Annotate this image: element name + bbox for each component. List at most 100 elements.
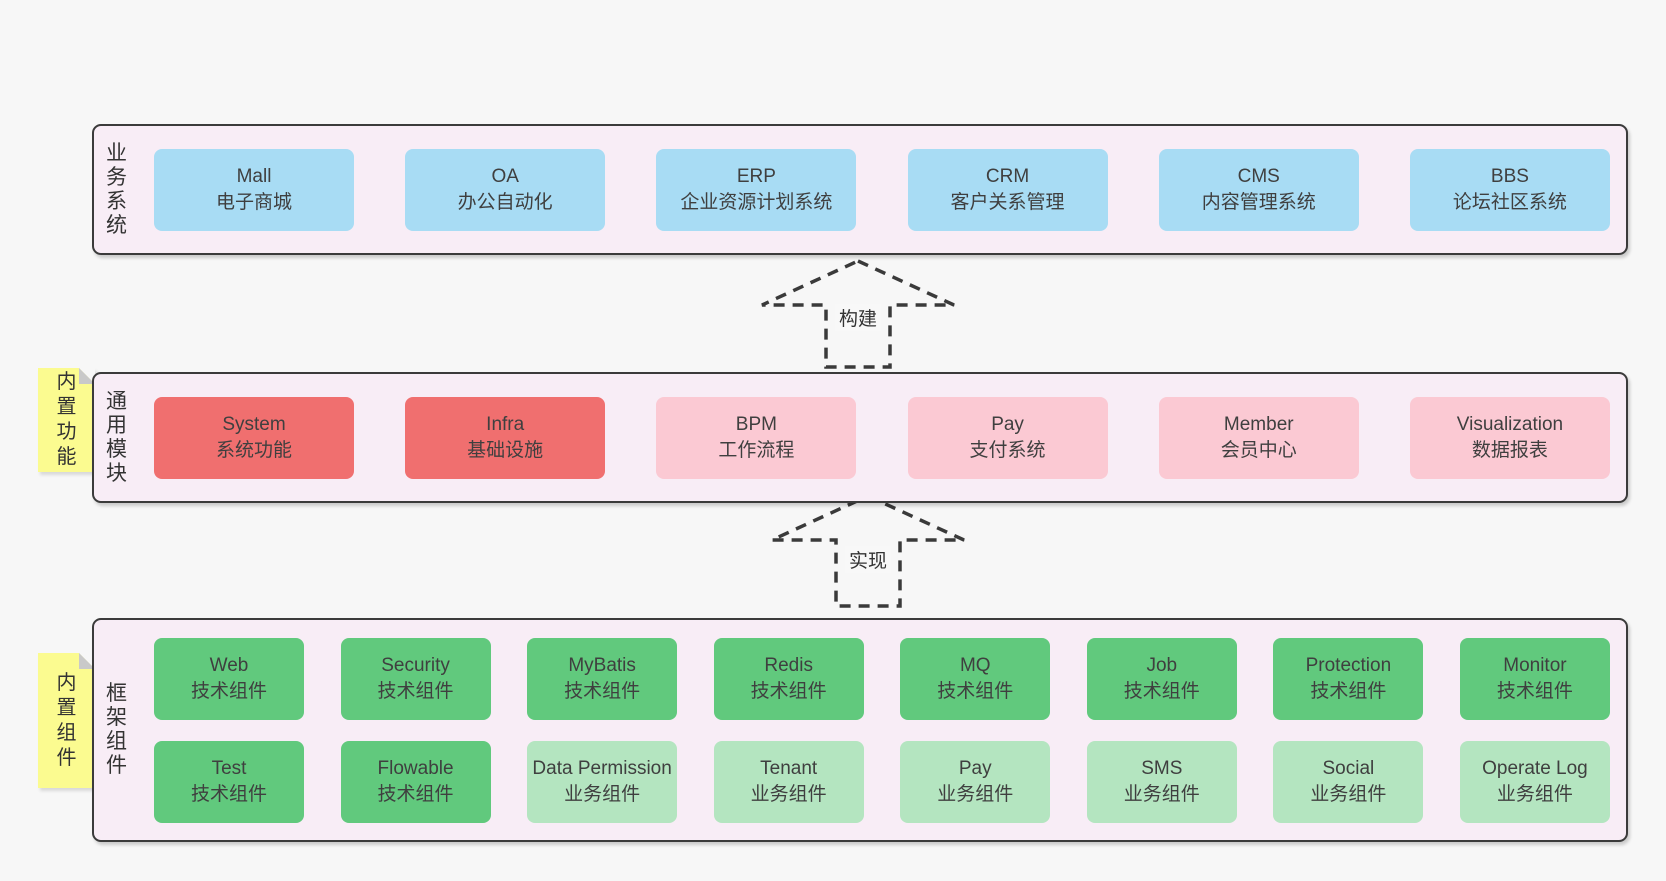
box-title: Infra xyxy=(486,413,525,435)
box-security: Security 技术组件 xyxy=(340,637,491,720)
box-subtitle: 业务组件 xyxy=(937,783,1014,805)
box-subtitle: 技术组件 xyxy=(1123,680,1200,702)
panel-modules-content: System 系统功能 Infra 基础设施 BPM 工作流程 Pay 支付系统… xyxy=(132,374,1626,501)
box-subtitle: 工作流程 xyxy=(718,439,795,461)
box-title: Tenant xyxy=(760,757,818,779)
box-crm: CRM 客户关系管理 xyxy=(907,148,1108,231)
sticky-note-text: 内置组件 xyxy=(56,671,77,769)
box-title: Social xyxy=(1322,757,1375,779)
box-member: Member 会员中心 xyxy=(1158,396,1359,479)
box-title: CMS xyxy=(1237,165,1280,187)
box-data-permission: Data Permission 业务组件 xyxy=(527,740,678,823)
box-web: Web 技术组件 xyxy=(154,637,304,720)
box-subtitle: 业务组件 xyxy=(564,783,641,805)
box-subtitle: 会员中心 xyxy=(1220,439,1297,461)
box-title: CRM xyxy=(985,165,1030,187)
box-flowable: Flowable 技术组件 xyxy=(340,740,491,823)
box-title: Operate Log xyxy=(1482,757,1588,779)
components-row-1: Web 技术组件 Security 技术组件 MyBatis 技术组件 Redi… xyxy=(154,637,1610,720)
box-subtitle: 电子商城 xyxy=(215,191,292,213)
panel-label-business: 业务系统 xyxy=(106,141,127,237)
modules-row: System 系统功能 Infra 基础设施 BPM 工作流程 Pay 支付系统… xyxy=(154,396,1610,479)
box-monitor: Monitor 技术组件 xyxy=(1459,637,1610,720)
box-pay-module: Pay 支付系统 xyxy=(907,396,1108,479)
box-title: BBS xyxy=(1490,165,1529,187)
box-sms: SMS 业务组件 xyxy=(1086,740,1237,823)
box-job: Job 技术组件 xyxy=(1086,637,1237,720)
box-subtitle: 客户关系管理 xyxy=(950,191,1065,213)
panel-label-modules: 通用模块 xyxy=(106,389,127,485)
build-arrow-label: 构建 xyxy=(834,304,882,331)
box-title: SMS xyxy=(1141,757,1183,779)
sticky-note-text: 内置功能 xyxy=(56,371,77,468)
box-title: System xyxy=(222,413,286,435)
box-visualization: Visualization 数据报表 xyxy=(1409,396,1610,479)
box-title: Pay xyxy=(958,757,992,779)
box-subtitle: 技术组件 xyxy=(937,680,1014,702)
panel-framework-components: 框架组件 Web 技术组件 Security 技术组件 MyBatis 技术组件… xyxy=(92,618,1628,842)
box-erp: ERP 企业资源计划系统 xyxy=(656,148,857,231)
panel-business-systems: 业务系统 Mall 电子商城 OA 办公自动化 ERP 企业资源计划系统 CRM… xyxy=(92,124,1628,255)
box-title: Data Permission xyxy=(532,757,672,779)
box-title: Monitor xyxy=(1503,654,1567,676)
box-bpm: BPM 工作流程 xyxy=(656,396,857,479)
box-title: Member xyxy=(1223,413,1294,435)
box-subtitle: 数据报表 xyxy=(1471,439,1548,461)
box-tenant: Tenant 业务组件 xyxy=(713,740,864,823)
box-subtitle: 技术组件 xyxy=(377,783,454,805)
box-infra: Infra 基础设施 xyxy=(405,396,606,479)
box-title: ERP xyxy=(736,165,776,187)
box-subtitle: 业务组件 xyxy=(1310,783,1387,805)
box-subtitle: 业务组件 xyxy=(1123,783,1200,805)
dashed-up-arrow-icon xyxy=(761,259,955,369)
box-cms: CMS 内容管理系统 xyxy=(1158,148,1359,231)
box-title: Protection xyxy=(1305,654,1392,676)
panel-components-content: Web 技术组件 Security 技术组件 MyBatis 技术组件 Redi… xyxy=(132,620,1626,840)
box-title: Job xyxy=(1146,654,1178,676)
panel-common-modules: 通用模块 System 系统功能 Infra 基础设施 BPM 工作流程 Pay… xyxy=(92,372,1628,503)
box-subtitle: 支付系统 xyxy=(969,439,1046,461)
box-subtitle: 企业资源计划系统 xyxy=(680,191,833,213)
box-subtitle: 基础设施 xyxy=(467,439,544,461)
box-mall: Mall 电子商城 xyxy=(154,148,354,231)
box-mq: MQ 技术组件 xyxy=(900,637,1051,720)
box-title: MyBatis xyxy=(568,654,636,676)
box-subtitle: 业务组件 xyxy=(750,783,827,805)
box-redis: Redis 技术组件 xyxy=(713,637,864,720)
sticky-note-builtin-components: 内置组件 xyxy=(38,653,95,788)
business-row: Mall 电子商城 OA 办公自动化 ERP 企业资源计划系统 CRM 客户关系… xyxy=(154,148,1610,231)
box-subtitle: 技术组件 xyxy=(190,783,267,805)
box-test: Test 技术组件 xyxy=(154,740,304,823)
box-subtitle: 技术组件 xyxy=(377,680,454,702)
box-subtitle: 办公自动化 xyxy=(457,191,553,213)
box-subtitle: 技术组件 xyxy=(564,680,641,702)
box-subtitle: 论坛社区系统 xyxy=(1452,191,1567,213)
box-system: System 系统功能 xyxy=(154,396,354,479)
box-title: OA xyxy=(491,165,519,187)
box-subtitle: 业务组件 xyxy=(1496,783,1573,805)
sticky-note-builtin-features: 内置功能 xyxy=(38,368,95,472)
box-subtitle: 技术组件 xyxy=(750,680,827,702)
box-subtitle: 技术组件 xyxy=(1310,680,1387,702)
box-subtitle: 系统功能 xyxy=(215,439,292,461)
dashed-up-arrow-icon xyxy=(771,494,965,608)
box-title: Mall xyxy=(236,165,272,187)
build-arrow: 构建 xyxy=(760,259,956,369)
box-operate-log: Operate Log 业务组件 xyxy=(1459,740,1610,823)
box-title: Redis xyxy=(764,654,813,676)
implement-arrow-label: 实现 xyxy=(844,546,892,573)
box-mybatis: MyBatis 技术组件 xyxy=(527,637,678,720)
box-title: BPM xyxy=(735,413,777,435)
box-bbs: BBS 论坛社区系统 xyxy=(1409,148,1610,231)
box-title: Pay xyxy=(991,413,1024,435)
box-subtitle: 内容管理系统 xyxy=(1201,191,1316,213)
box-title: Security xyxy=(381,654,450,676)
box-social: Social 业务组件 xyxy=(1273,740,1424,823)
box-title: Visualization xyxy=(1456,413,1564,435)
box-oa: OA 办公自动化 xyxy=(405,148,606,231)
panel-label-components: 框架组件 xyxy=(106,682,127,777)
box-title: MQ xyxy=(959,654,991,676)
box-subtitle: 技术组件 xyxy=(1496,680,1573,702)
panel-business-content: Mall 电子商城 OA 办公自动化 ERP 企业资源计划系统 CRM 客户关系… xyxy=(132,126,1626,253)
box-title: Flowable xyxy=(377,757,454,779)
